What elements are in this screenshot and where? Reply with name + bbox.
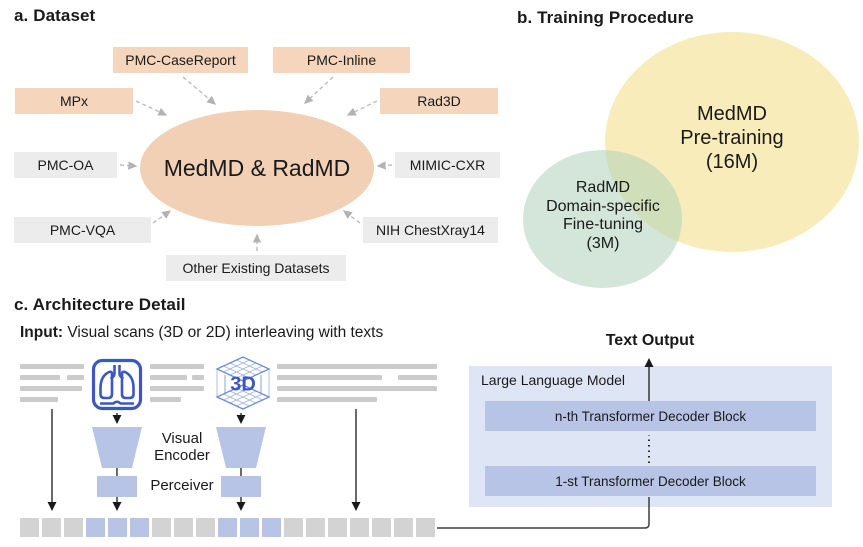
text-line-bar [150, 364, 204, 369]
pretraining-line-2: Pre-training [680, 127, 784, 149]
text-line-bar [67, 375, 84, 380]
token-gray [20, 518, 39, 537]
token-gray [306, 518, 325, 537]
visual-encoder-module-left [92, 427, 142, 468]
finetuning-line-2: Domain-specific [546, 197, 660, 215]
input-caption-bold: Input: [20, 324, 64, 341]
token-blue [130, 518, 149, 537]
text-snippet-group-1 [20, 364, 84, 402]
input-caption: Input: Visual scans (3D or 2D) interleav… [20, 324, 383, 342]
text-line-bar [277, 397, 377, 402]
text-line-bar [20, 386, 82, 391]
text-line-bar [20, 397, 58, 402]
token-gray [372, 518, 391, 537]
text-line-bar [277, 364, 437, 369]
token-gray [152, 518, 171, 537]
token-gray [174, 518, 193, 537]
visual-encoder-module-right [216, 427, 266, 468]
finetuning-line-1: RadMD [575, 179, 631, 196]
token-gray [350, 518, 369, 537]
text-line-bar [277, 386, 437, 391]
pretraining-label: MedMD Pre-training (16M) [632, 102, 832, 174]
dataset-box-nih-chestxray14: NIH ChestXray14 [363, 217, 498, 243]
panel-a-title: a. Dataset [14, 6, 96, 25]
cube-3d-scan-icon: 3D [215, 356, 271, 410]
token-gray [196, 518, 215, 537]
dataset-box-other-existing: Other Existing Datasets [166, 255, 346, 281]
token-gray [284, 518, 303, 537]
token-blue [262, 518, 281, 537]
text-output-label: Text Output [605, 332, 695, 349]
dataset-center-label: MedMD & RadMD [163, 154, 351, 181]
token-gray [42, 518, 61, 537]
text-line-bar [150, 375, 187, 380]
finetuning-line-3: Fine-tuning [562, 216, 644, 233]
text-line-bar [277, 375, 382, 380]
token-gray [64, 518, 83, 537]
dataset-box-mimic-cxr: MIMIC-CXR [395, 152, 500, 178]
decoder-block-1st: 1-st Transformer Decoder Block [485, 466, 816, 496]
token-blue [240, 518, 259, 537]
text-line-bar [20, 375, 60, 380]
text-line-bar [150, 397, 181, 402]
text-snippet-group-3 [277, 364, 437, 402]
lungs-2d-scan-icon [91, 358, 143, 411]
token-blue [108, 518, 127, 537]
text-line-bar [398, 375, 437, 380]
text-line-bar [150, 386, 204, 391]
perceiver-module-right [221, 476, 261, 497]
decoder-block-nth: n-th Transformer Decoder Block [485, 401, 816, 431]
text-line-bar [192, 375, 204, 380]
dataset-center-ellipse: MedMD & RadMD [140, 110, 374, 226]
dataset-box-rad3d: Rad3D [380, 88, 498, 114]
input-caption-rest: Visual scans (3D or 2D) interleaving wit… [63, 324, 384, 341]
token-gray [416, 518, 435, 537]
perceiver-label: Perceiver [150, 477, 214, 494]
token-row [20, 518, 435, 537]
visual-encoder-label: Visual Encoder [154, 430, 210, 464]
token-gray [394, 518, 413, 537]
text-snippet-group-2 [150, 364, 204, 402]
dataset-box-pmc-vqa: PMC-VQA [14, 217, 151, 243]
pretraining-line-3: (16M) [705, 151, 759, 173]
finetuning-circle [523, 150, 682, 288]
dataset-box-pmc-inline: PMC-Inline [273, 47, 410, 73]
text-line-bar [20, 364, 84, 369]
token-blue [86, 518, 105, 537]
token-gray [328, 518, 347, 537]
token-blue [218, 518, 237, 537]
cube-icon-text: 3D [230, 374, 256, 396]
dataset-box-pmc-oa: PMC-OA [14, 152, 117, 178]
finetuning-label: RadMD Domain-specific Fine-tuning (3M) [513, 179, 693, 253]
cube-outline [215, 356, 271, 410]
panel-b-title: b. Training Procedure [517, 8, 694, 27]
perceiver-module-left [97, 476, 137, 497]
llm-box: Large Language Model n-th Transformer De… [469, 366, 832, 507]
pretraining-line-1: MedMD [696, 103, 767, 125]
cube-grid [216, 359, 270, 407]
dataset-box-pmc-casereport: PMC-CaseReport [113, 47, 248, 73]
finetuning-line-4: (3M) [586, 234, 620, 252]
dataset-box-mpx: MPx [15, 88, 133, 114]
panel-c-title: c. Architecture Detail [14, 295, 186, 314]
llm-title: Large Language Model [481, 372, 626, 388]
